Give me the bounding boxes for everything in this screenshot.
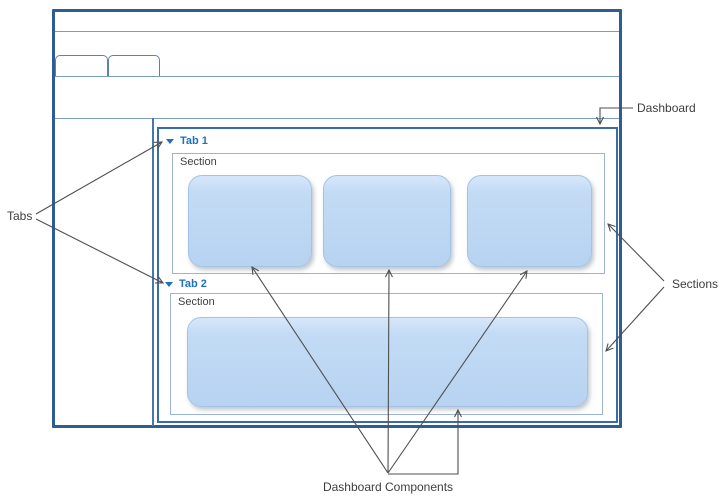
dashboard-component-3 <box>467 175 592 267</box>
dashboard-tab-1-label: Tab 1 <box>180 135 208 147</box>
window-tab-1[interactable] <box>55 55 108 76</box>
dashboard-annotation-label: Dashboard <box>637 101 696 115</box>
dashboard-component-1 <box>188 175 312 267</box>
sections-annotation-label: Sections <box>672 277 719 291</box>
section-2-label: Section <box>178 296 215 308</box>
sidebar-divider <box>152 118 154 426</box>
components-annotation-label: Dashboard Components <box>322 480 454 494</box>
toolbar-divider <box>55 118 619 119</box>
window-tab-2[interactable] <box>108 55 160 76</box>
titlebar-divider <box>55 31 619 32</box>
collapse-arrow-icon <box>165 281 173 287</box>
dashboard-tab-2-header[interactable]: Tab 2 <box>165 277 207 291</box>
dashboard-tab-1-header[interactable]: Tab 1 <box>166 134 208 148</box>
section-1-label: Section <box>180 156 217 168</box>
dashboard-component-4 <box>187 317 588 407</box>
tabstrip-divider <box>55 76 619 77</box>
tabs-annotation-label: Tabs <box>7 209 33 223</box>
dashboard-tab-2-label: Tab 2 <box>179 278 207 290</box>
dashboard-component-2 <box>323 175 451 267</box>
collapse-arrow-icon <box>166 138 174 144</box>
